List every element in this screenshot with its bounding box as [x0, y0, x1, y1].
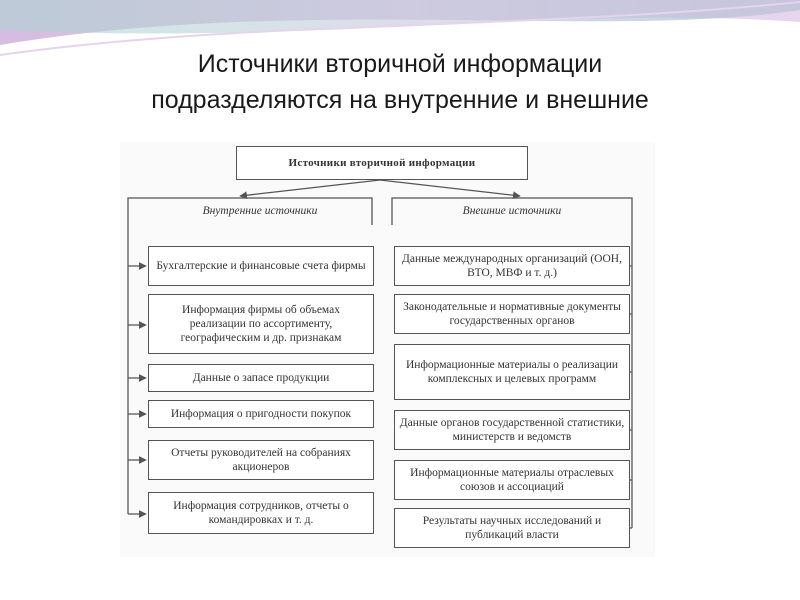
internal-item: Информация фирмы об объемах реализации п…: [148, 294, 374, 354]
external-item: Результаты научных исследований и публик…: [394, 508, 630, 548]
internal-item: Данные о запасе продукции: [148, 364, 374, 392]
internal-sources-header: Внутренние источники: [150, 200, 370, 222]
external-item: Данные международных организаций (ООН, В…: [394, 246, 630, 286]
internal-item: Информация о пригодности покупок: [148, 400, 374, 428]
external-item: Законодательные и нормативные документы …: [394, 294, 630, 334]
external-sources-header: Внешние источники: [394, 200, 630, 222]
root-node: Источники вторичной информации: [236, 146, 528, 180]
internal-item: Бухгалтерские и финансовые счета фирмы: [148, 246, 374, 286]
external-item: Данные органов государственной статистик…: [394, 410, 630, 450]
external-item: Информационные материалы о реализации ко…: [394, 344, 630, 400]
external-item: Информационные материалы отраслевых союз…: [394, 460, 630, 500]
internal-item: Отчеты руководителей на собраниях акцион…: [148, 440, 374, 480]
internal-item: Информация сотрудников, отчеты о команди…: [148, 492, 374, 534]
